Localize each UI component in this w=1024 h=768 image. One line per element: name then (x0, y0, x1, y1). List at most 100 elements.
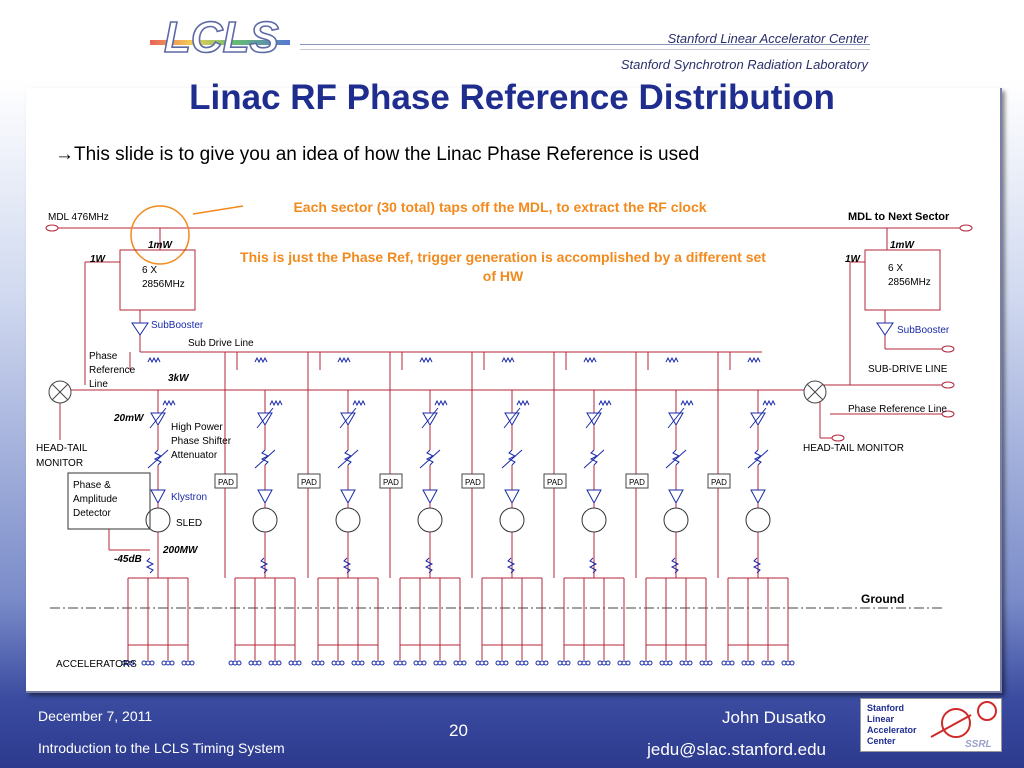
ground-label: Ground (861, 592, 904, 606)
accelerator-cavity (169, 660, 175, 666)
station-phaseref-resistor (598, 399, 612, 407)
klystron-icon (340, 489, 356, 505)
slac-logo-line-4: Center (867, 736, 896, 746)
accelerator-cavity (539, 660, 545, 666)
accelerator-cavity (461, 660, 467, 666)
headtail-right-end (831, 434, 845, 442)
accelerator-cavity (475, 660, 481, 666)
station-phaseref-resistor (762, 399, 776, 407)
accelerator-cavity (417, 660, 423, 666)
mult-6x-right: 6 X (888, 263, 903, 274)
accelerator-cavity (535, 660, 541, 666)
phase-det-label-2: Amplitude (73, 494, 118, 505)
mdl-right-end (959, 224, 973, 232)
accelerator-cavity (252, 660, 258, 666)
sled-icon (745, 507, 771, 533)
wire-group (50, 205, 966, 609)
accelerators-label: ACCELERATORS (56, 659, 137, 670)
accelerator-cavity (292, 660, 298, 666)
attenuator-arrow (254, 449, 276, 469)
head-tail-monitor-right (803, 380, 827, 404)
accelerator-cavity (401, 660, 407, 666)
accelerator-cavity (769, 660, 775, 666)
accelerator-cavity (577, 660, 583, 666)
klystron-icon (257, 489, 273, 505)
pad-box (214, 473, 238, 489)
tap-note: Each sector (30 total) taps off the MDL,… (293, 199, 707, 215)
accelerator-cavity (683, 660, 689, 666)
station-phaseref-resistor (162, 399, 176, 407)
accelerator-cavity (679, 660, 685, 666)
phase-det-label-3: Detector (73, 508, 111, 519)
lcls-logo: LCLS (150, 12, 290, 63)
power-1mw-left: 1mW (148, 240, 173, 251)
accelerator-cavity (181, 660, 187, 666)
pad-box (461, 473, 485, 489)
phase-ref-label-3: Line (89, 379, 108, 390)
pad-label: PAD (301, 478, 317, 487)
accelerator-cavity (228, 660, 234, 666)
station-coupler-resistor (670, 557, 680, 574)
org-line-2: Stanford Synchrotron Radiation Laborator… (620, 57, 868, 72)
station-tap-resistor (501, 356, 515, 364)
sled-label: SLED (176, 518, 202, 529)
attenuator-arrow (583, 449, 605, 469)
footer-date: December 7, 2011 (38, 708, 153, 724)
klystron-icon (586, 489, 602, 505)
accelerator-cavity (703, 660, 709, 666)
attenuator-arrow (337, 449, 359, 469)
pad-label: PAD (629, 478, 645, 487)
slac-logo-line-3: Accelerator (867, 725, 917, 735)
accelerator-cavity (761, 660, 767, 666)
phase-shifter-arrow (339, 407, 357, 429)
accelerator-cavity (741, 660, 747, 666)
accelerator-cavity (145, 660, 151, 666)
accelerator-cavity (413, 660, 419, 666)
accelerator-cavity (597, 660, 603, 666)
accelerator-cavity (149, 660, 155, 666)
header-rule (300, 44, 870, 50)
accelerator-cavity (515, 660, 521, 666)
sled-icon (335, 507, 361, 533)
detector-block (67, 472, 151, 551)
accelerator-cavity (393, 660, 399, 666)
slide-subtitle: →This slide is to give you an idea of ho… (55, 144, 700, 165)
accelerator-cavity (601, 660, 607, 666)
slac-ssrl-logo: Stanford Linear Accelerator Center SSRL (860, 698, 1002, 752)
klystron-icon (150, 489, 166, 505)
slac-logo-line-2: Linear (867, 714, 895, 724)
multiplier-box-right (864, 249, 941, 311)
subbooster-label-left: SubBooster (151, 320, 204, 331)
accelerator-cavity (232, 660, 238, 666)
phase-shifter-icon (257, 412, 273, 426)
sled-icon (663, 507, 689, 533)
accelerator-cavity (421, 660, 427, 666)
accelerator-cavity (625, 660, 631, 666)
klystron-icon (668, 489, 684, 505)
slac-logo-line-1: Stanford (867, 703, 904, 713)
station-coupler-resistor (506, 557, 516, 574)
accelerator-cavity (276, 660, 282, 666)
accelerator-cavity (288, 660, 294, 666)
accelerator-cavity (335, 660, 341, 666)
accelerator-cavity (189, 660, 195, 666)
pad-box (625, 473, 649, 489)
phase-ref-label-2: Reference (89, 365, 136, 376)
attenuator-icon (153, 449, 163, 466)
accelerator-cavity (605, 660, 611, 666)
station-tap-resistor (337, 356, 351, 364)
accelerator-cavity (781, 660, 787, 666)
accelerator-cavity (351, 660, 357, 666)
phase-shifter-icon (422, 412, 438, 426)
accelerator-cavity (499, 660, 505, 666)
power-200mw: 200MW (162, 545, 199, 556)
station-tap-resistor (583, 356, 597, 364)
accelerator-cavity (523, 660, 529, 666)
accelerator-cavity (643, 660, 649, 666)
multiplier-box-left (119, 249, 196, 311)
station-tap-resistor (419, 356, 433, 364)
phase-shifter-arrow (585, 407, 603, 429)
head-tail-label-1: HEAD-TAIL (36, 443, 88, 454)
tap-highlight-circle (130, 205, 190, 265)
